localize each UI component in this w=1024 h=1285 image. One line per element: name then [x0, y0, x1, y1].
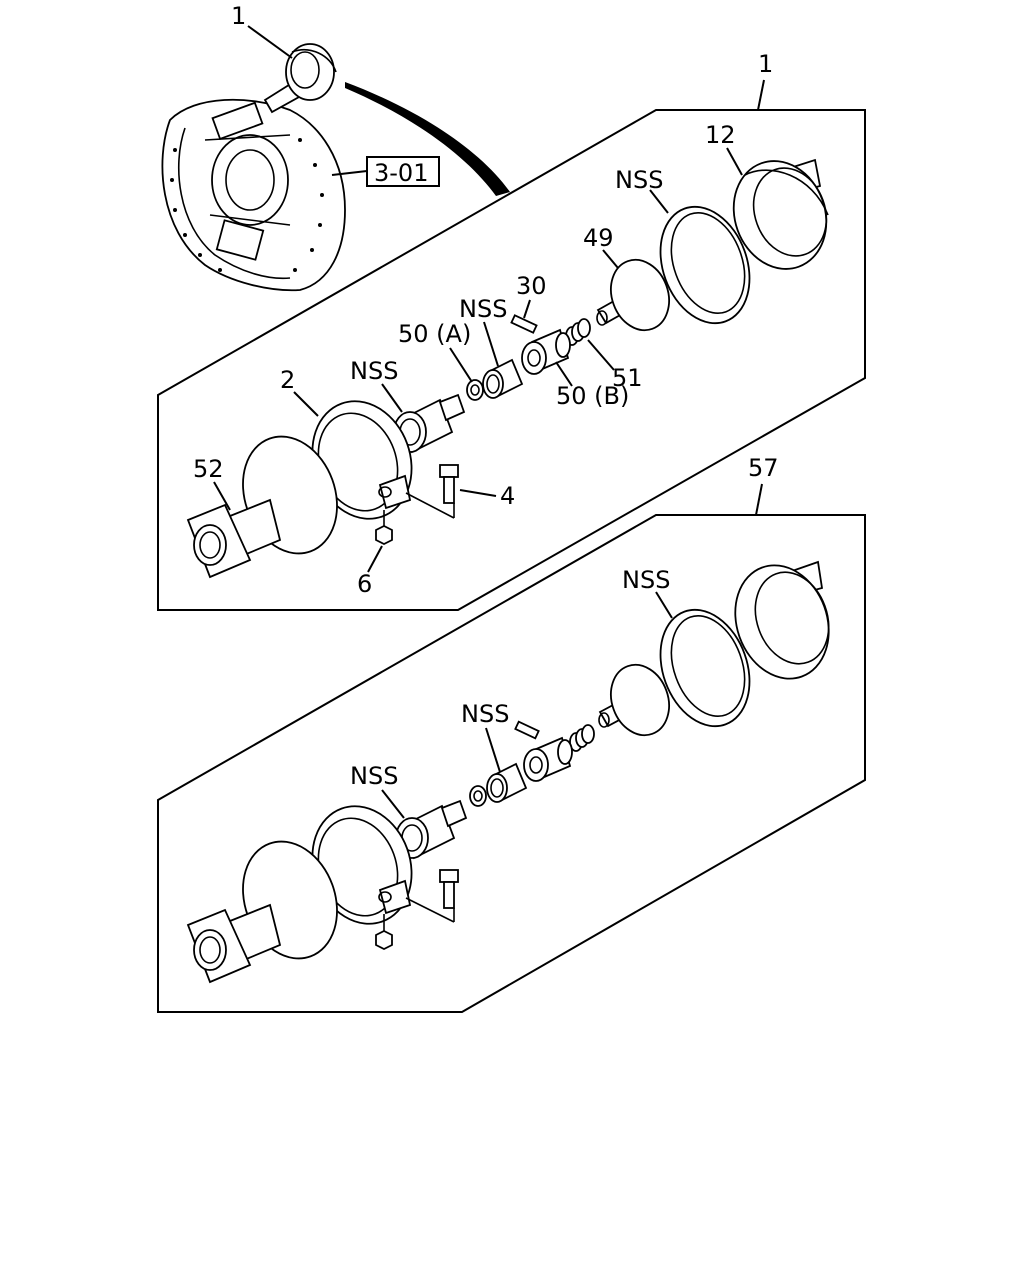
- callout-51: 51: [612, 364, 643, 392]
- part-50a-ring: [466, 379, 484, 401]
- callout-nss-ring-bottom: NSS: [622, 566, 670, 594]
- callout-30: 30: [516, 272, 547, 300]
- callout-nss-bushing-bottom: NSS: [461, 700, 509, 728]
- nss-ring-bottom: [659, 608, 751, 728]
- bottom-assembly-frame: [157, 514, 866, 1013]
- bottom-small-ring: [469, 785, 487, 807]
- part-50b-valve-body: [521, 328, 571, 375]
- part-2-clamp-ring: [311, 400, 413, 520]
- nss-bushing-top: [482, 358, 524, 399]
- nss-ring-top: [659, 205, 751, 325]
- bottom-chamber-base: [186, 840, 338, 984]
- callout-top-assembly-number: 1: [758, 50, 773, 78]
- bottom-pin: [514, 720, 540, 740]
- callout-nss-bushing-top: NSS: [459, 295, 507, 323]
- callout-12: 12: [705, 121, 736, 149]
- callout-50a: 50 (A): [398, 320, 471, 348]
- part-12-housing: [732, 158, 829, 270]
- callout-nss-piston-bottom: NSS: [350, 762, 398, 790]
- callout-1-top: 1: [231, 2, 246, 30]
- bottom-push-plate: [598, 663, 670, 737]
- callout-2: 2: [280, 366, 295, 394]
- callout-6: 6: [357, 570, 372, 598]
- assembly-pointer: [345, 82, 510, 196]
- brake-shoe-assembly-illustration: [161, 43, 346, 292]
- bottom-bolt: [405, 869, 459, 923]
- part-4-bolt: [405, 464, 459, 519]
- bottom-valve-body: [523, 736, 573, 782]
- part-6-nut: [375, 510, 393, 546]
- part-49-push-plate: [596, 258, 670, 332]
- part-52-chamber-base: [186, 435, 338, 579]
- callout-52: 52: [193, 455, 224, 483]
- callout-nss-ring-top: NSS: [615, 166, 663, 194]
- callout-bottom-assembly-number: 57: [748, 454, 779, 482]
- nss-bushing-bottom: [486, 762, 528, 803]
- callout-4: 4: [500, 482, 515, 510]
- callout-nss-piston-top: NSS: [350, 357, 398, 385]
- reference-box-label: 3-01: [374, 159, 428, 187]
- callout-50b: 50 (B): [556, 382, 629, 410]
- bottom-nut: [375, 914, 393, 951]
- bottom-clamp-ring: [311, 805, 413, 925]
- bottom-spring: [569, 724, 595, 752]
- nss-piston-bottom: [395, 799, 468, 860]
- part-30-pin: [510, 314, 538, 334]
- top-assembly-frame: [157, 109, 866, 611]
- callout-49: 49: [583, 224, 614, 252]
- bottom-housing: [734, 560, 830, 680]
